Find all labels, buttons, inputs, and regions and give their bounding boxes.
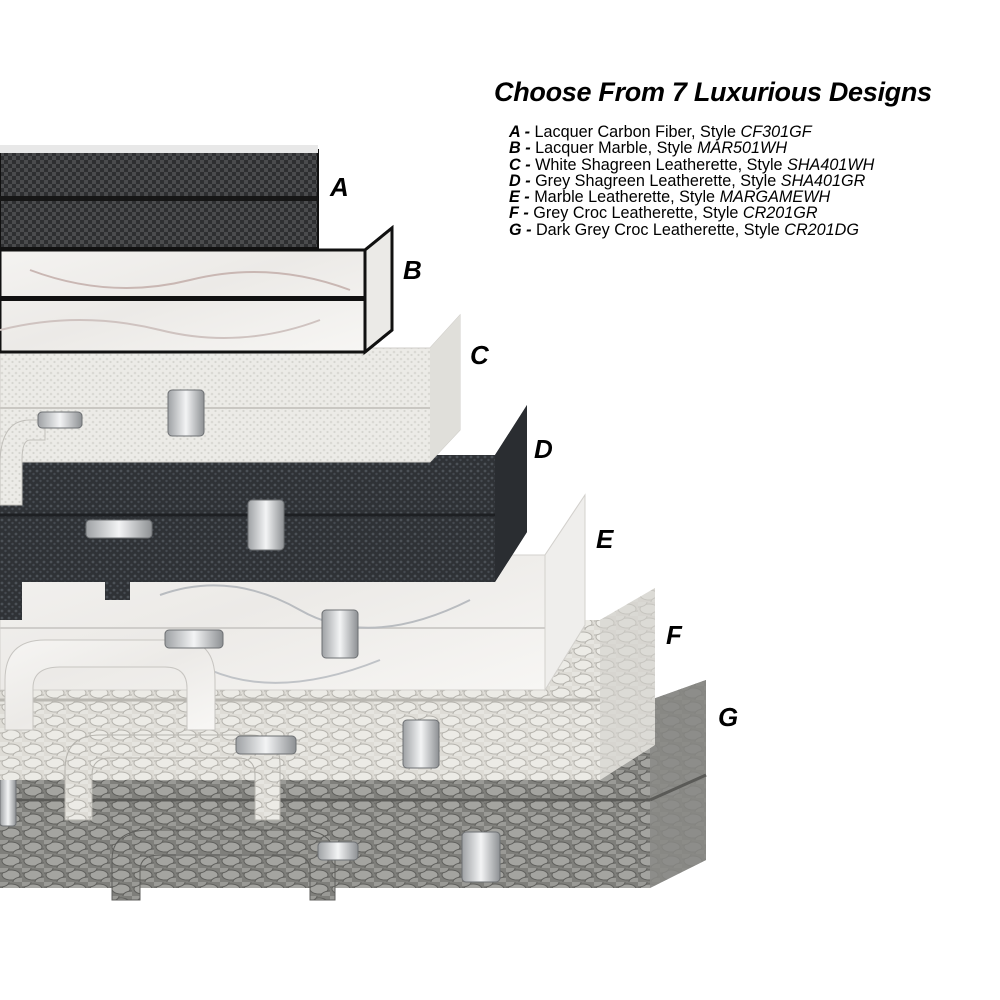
design-letter: B xyxy=(509,139,521,158)
case-e xyxy=(0,493,586,731)
design-list-item: E - Marble Leatherette, Style MARGAMEWH xyxy=(509,189,874,205)
case-g-label: G xyxy=(718,702,739,732)
design-name: Grey Croc Leatherette, Style xyxy=(533,204,743,223)
case-b-label: B xyxy=(403,255,422,285)
design-letter: F xyxy=(509,204,519,223)
design-separator: - xyxy=(519,188,535,207)
case-f-label: F xyxy=(666,620,682,650)
design-name: Lacquer Marble, Style xyxy=(535,139,698,158)
design-list-item: A - Lacquer Carbon Fiber, Style CF301GF xyxy=(509,124,874,140)
design-list-item: G - Dark Grey Croc Leatherette, Style CR… xyxy=(509,222,874,238)
case-a-label: A xyxy=(330,172,349,202)
design-style-code: CR201GR xyxy=(742,204,818,223)
design-separator: - xyxy=(520,123,535,141)
design-letter: A xyxy=(509,123,521,141)
page-title: Choose From 7 Luxurious Designs xyxy=(494,77,932,107)
design-separator: - xyxy=(521,220,536,239)
design-list-item: B - Lacquer Marble, Style MAR501WH xyxy=(509,140,874,156)
design-name: Marble Leatherette, Style xyxy=(534,188,720,207)
design-style-code: SHA401GR xyxy=(780,171,866,190)
case-d xyxy=(0,405,527,620)
design-style-code: CR201DG xyxy=(784,220,859,239)
design-separator: - xyxy=(520,155,536,174)
design-list-item: C - White Shagreen Leatherette, Style SH… xyxy=(509,155,875,174)
design-letter: E xyxy=(509,188,520,207)
design-letter: D xyxy=(509,171,521,190)
design-separator: - xyxy=(518,204,534,223)
design-separator: - xyxy=(520,171,536,190)
case-d-label: D xyxy=(534,434,553,464)
design-name: Grey Shagreen Leatherette, Style xyxy=(535,171,781,190)
design-style-code: SHA401WH xyxy=(787,155,875,174)
design-style-code: MAR501WH xyxy=(697,139,788,158)
design-list-item: D - Grey Shagreen Leatherette, Style SHA… xyxy=(509,173,874,189)
case-e-label: E xyxy=(596,524,614,554)
design-legend: A - Lacquer Carbon Fiber, Style CF301GF … xyxy=(509,124,874,238)
design-list-item: F - Grey Croc Leatherette, Style CR201GR xyxy=(509,205,874,221)
case-a xyxy=(0,145,319,249)
design-style-code: MARGAMEWH xyxy=(719,188,831,207)
design-name: Dark Grey Croc Leatherette, Style xyxy=(535,220,785,239)
case-b xyxy=(0,224,394,356)
design-style-code: CF301GF xyxy=(740,123,812,141)
design-name: Lacquer Carbon Fiber, Style xyxy=(534,123,741,141)
design-letter: G xyxy=(509,220,522,239)
case-c-label: C xyxy=(470,340,489,370)
design-name: White Shagreen Leatherette, Style xyxy=(535,155,788,174)
design-letter: C xyxy=(509,155,521,174)
design-separator: - xyxy=(520,139,536,158)
